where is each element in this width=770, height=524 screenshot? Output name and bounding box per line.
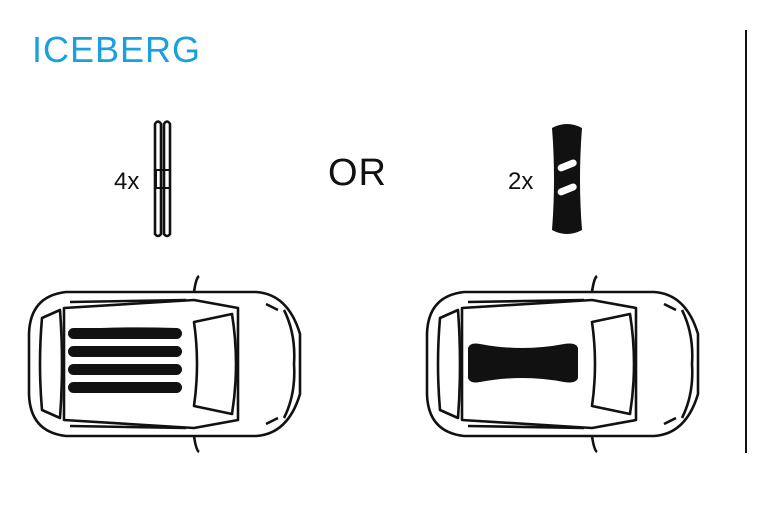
skis-icon <box>153 120 172 238</box>
ski-count: 4x <box>114 168 140 195</box>
or-separator: OR <box>328 152 387 194</box>
snowboard-count: 2x <box>508 168 534 195</box>
car-with-snowboard-icon <box>425 274 700 454</box>
car-with-skis-icon <box>27 274 302 454</box>
vertical-divider <box>745 30 747 453</box>
snowboard-icon <box>552 124 582 234</box>
product-title: ICEBERG <box>32 29 202 70</box>
